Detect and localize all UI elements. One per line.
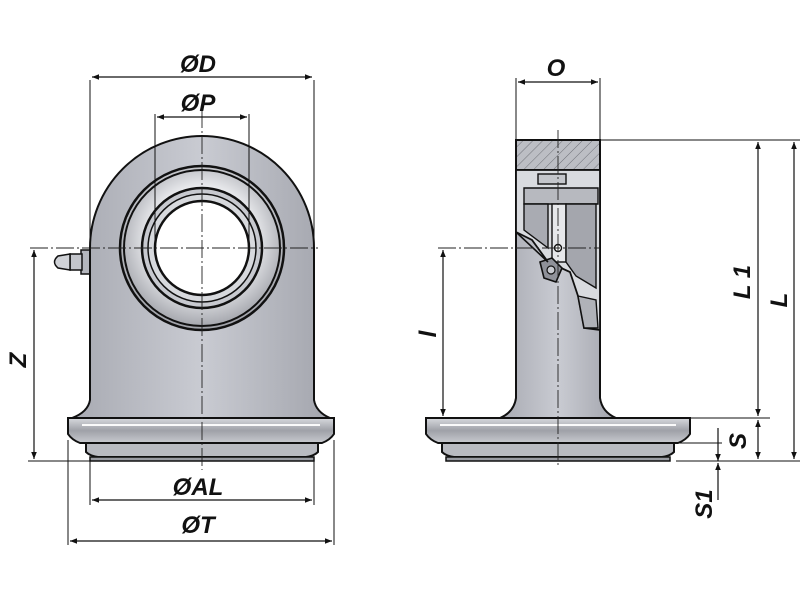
base-flange <box>67 417 335 444</box>
label-thickness-S: S <box>725 433 752 449</box>
label-diameter-D: ØD <box>180 51 216 78</box>
grease-nipple <box>53 249 92 275</box>
label-length-L: L <box>766 293 793 308</box>
front-view: ØD ØP ØAL ØT Z <box>5 51 335 545</box>
label-width-O: O <box>547 55 566 82</box>
label-length-L1: L 1 <box>729 265 756 299</box>
label-height-Z: Z <box>5 351 32 368</box>
label-diameter-P: ØP <box>181 90 217 117</box>
side-view: O L 1 L l S S1 <box>415 55 800 519</box>
label-diameter-AL: ØAL <box>173 474 224 501</box>
label-length-l: l <box>415 329 442 337</box>
label-diameter-T: ØT <box>181 512 217 539</box>
label-thickness-S1: S1 <box>691 489 718 518</box>
